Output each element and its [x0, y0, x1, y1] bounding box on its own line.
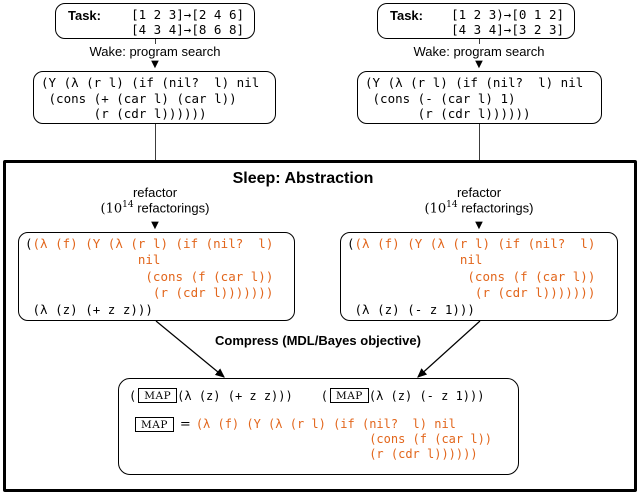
program-box-right: (Y (λ (r l) (if (nil? l) nil (cons (- (c…: [357, 71, 602, 124]
down-arrowhead-icon: ▼: [151, 59, 159, 70]
code-open-paren: (: [320, 388, 328, 403]
refactored-box-left: ((λ (f) (Y (λ (r l) (if (nil? l) nil (co…: [18, 232, 295, 321]
refactored-box-right: ((λ (f) (Y (λ (r l) (if (nil? l) nil (co…: [340, 232, 618, 321]
map-primitive-badge: MAP: [329, 388, 369, 403]
refactored-code: ((λ (f) (Y (λ (r l) (if (nil? l) nil (co…: [341, 233, 617, 318]
task-box-right: Task: [1 2 3)→[0 1 2] [4 3 4]→[3 2 3]: [377, 3, 575, 39]
program-box-left: (Y (λ (r l) (if (nil? l) nil (cons (+ (c…: [33, 71, 276, 124]
compressed-box: ( MAP (λ (z) (+ z z))) ( MAP (λ (z) (- z…: [118, 378, 519, 475]
down-arrowhead-icon: ▼: [475, 59, 483, 70]
refactor-count-exponent: 14: [122, 200, 134, 210]
wake-label-right: Wake: program search: [413, 44, 545, 59]
rewritten-program-left: (λ (z) (+ z z))): [177, 388, 293, 403]
refactor-label-left: refactor: [132, 185, 178, 200]
refactor-count-right: (1014 refactorings): [399, 200, 559, 216]
task-label: Task:: [390, 8, 423, 23]
refactor-count-left: (1014 refactorings): [75, 200, 235, 216]
code-open-paren: (: [129, 388, 137, 403]
task-box-left: Task: [1 2 3]→[2 4 6] [4 3 4]→[8 6 8]: [55, 3, 255, 39]
code-open-paren: (: [347, 236, 355, 251]
task-examples: [1 2 3)→[0 1 2] [4 3 4]→[3 2 3]: [451, 7, 564, 37]
equals-sign: =: [179, 417, 191, 432]
code-open-paren: (: [25, 236, 33, 251]
map-definition-row: MAP = (λ (f) (Y (λ (r l) (if (nil? l) ni…: [135, 417, 492, 462]
program-code: (Y (λ (r l) (if (nil? l) nil (cons (+ (c…: [41, 75, 260, 121]
connector-line: [478, 39, 480, 44]
compress-label: Compress (MDL/Bayes objective): [215, 333, 421, 348]
task-label: Task:: [68, 8, 101, 23]
refactored-body-orange: (λ (f) (Y (λ (r l) (if (nil? l) nil (con…: [32, 236, 274, 301]
map-primitive-badge: MAP: [135, 417, 174, 432]
refactored-body-orange: (λ (f) (Y (λ (r l) (if (nil? l) nil (con…: [354, 236, 596, 301]
wake-label-left: Wake: program search: [89, 44, 221, 59]
refactor-count-rest: refactorings): [133, 200, 210, 216]
connector-line: [478, 124, 480, 185]
map-definition-code: (λ (f) (Y (λ (r l) (if (nil? l) nil (con…: [195, 417, 493, 461]
refactor-count-open: (10: [424, 201, 447, 217]
sleep-title: Sleep: Abstraction: [232, 170, 374, 187]
down-arrowhead-icon: ▼: [151, 220, 159, 231]
down-arrowhead-icon: ▼: [475, 220, 483, 231]
rewritten-programs-row: ( MAP (λ (z) (+ z z))) ( MAP (λ (z) (- z…: [129, 388, 484, 403]
connector-line: [154, 39, 156, 44]
refactored-code: ((λ (f) (Y (λ (r l) (if (nil? l) nil (co…: [19, 233, 294, 318]
program-code: (Y (λ (r l) (if (nil? l) nil (cons (- (c…: [365, 75, 584, 121]
refactor-count-rest: refactorings): [457, 200, 534, 216]
refactor-count-open: (10: [100, 201, 123, 217]
applied-lambda: (λ (z) (+ z z))): [25, 301, 153, 317]
rewritten-program-right: (λ (z) (- z 1))): [368, 388, 485, 403]
task-examples: [1 2 3]→[2 4 6] [4 3 4]→[8 6 8]: [131, 7, 244, 37]
connector-line: [154, 124, 156, 185]
refactor-label-right: refactor: [456, 185, 502, 200]
applied-lambda: (λ (z) (- z 1))): [347, 301, 475, 317]
refactor-count-exponent: 14: [446, 200, 458, 210]
map-primitive-badge: MAP: [138, 388, 178, 403]
